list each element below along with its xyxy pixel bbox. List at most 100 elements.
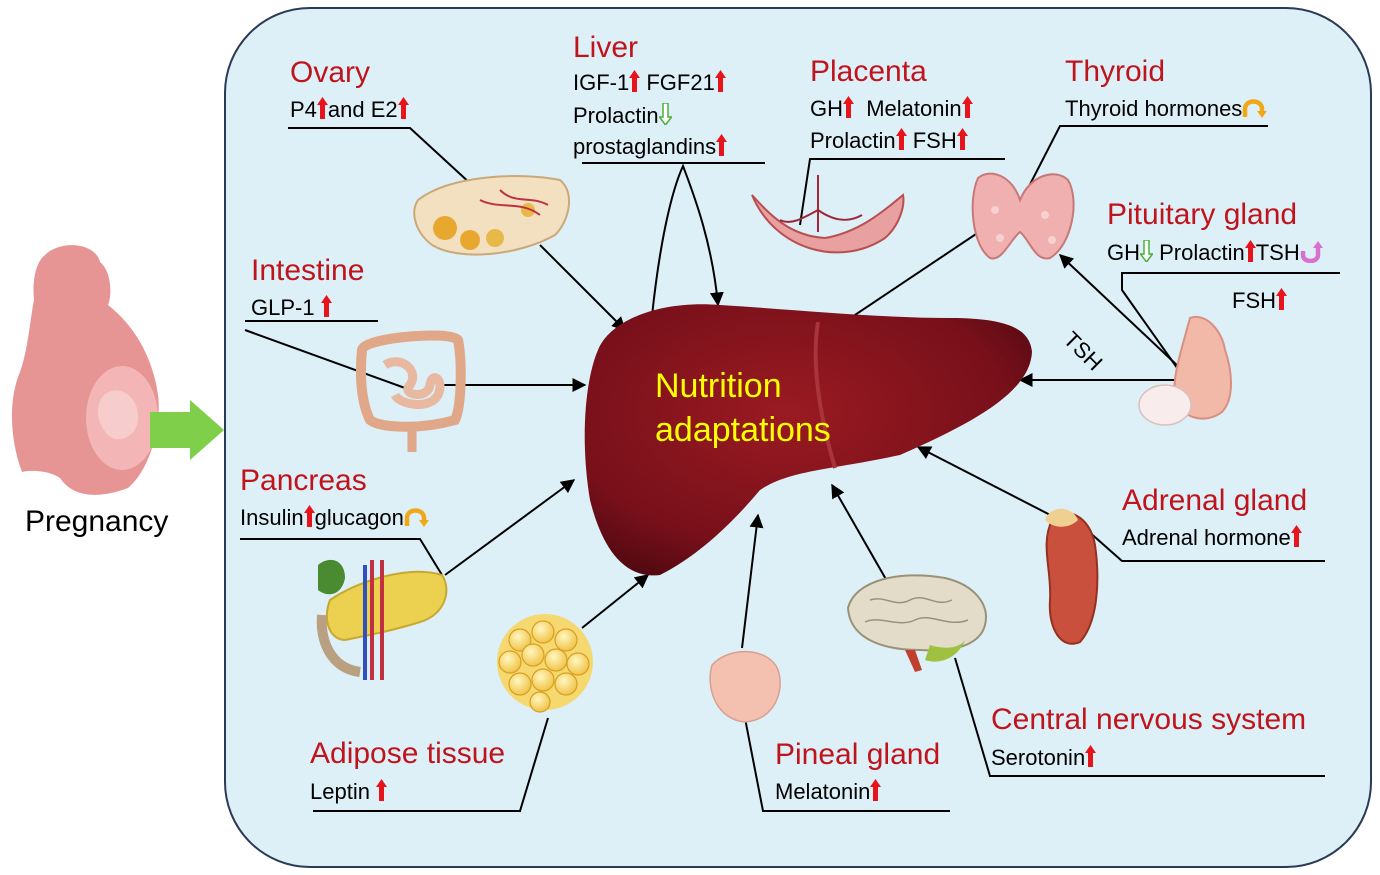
intestine-title: Intestine (251, 254, 365, 287)
ovary-illustration (413, 175, 571, 256)
pancreas-title: Pancreas (240, 464, 367, 497)
placenta-fsh-label: FSH (912, 128, 957, 153)
pregnancy-label: Pregnancy (25, 505, 169, 538)
ovary-leader (288, 127, 473, 186)
cns-line: Serotonin (991, 745, 1097, 770)
liver-line-1: IGF-1 FGF21 (573, 70, 726, 94)
fluctuate-arrow-icon (1300, 241, 1323, 263)
adrenal-title: Adrenal gland (1122, 484, 1308, 517)
liver-prolactin-label: Prolactin (573, 103, 659, 128)
placenta-prolactin-label: Prolactin (810, 128, 896, 153)
fluctuate-arrow-icon (404, 508, 429, 527)
placenta-melatonin-label: Melatonin (866, 96, 962, 121)
up-arrow-icon (895, 128, 907, 150)
intestine-leader (244, 320, 406, 389)
pituitary-illustration (1138, 315, 1232, 426)
pineal-line: Melatonin (775, 779, 882, 804)
adrenal-line: Adrenal hormone (1122, 525, 1302, 549)
up-arrow-icon (1085, 745, 1097, 767)
up-arrow-icon (961, 96, 973, 118)
connectors (240, 125, 1340, 812)
up-arrow-icon (956, 128, 968, 150)
pineal-leader (742, 707, 950, 812)
intestine-illustration (355, 330, 466, 452)
intestine-line: GLP-1 (251, 295, 332, 319)
adrenal-arrow (916, 446, 1061, 521)
up-arrow-icon (870, 779, 882, 801)
up-arrow-icon (716, 134, 728, 156)
down-arrow-icon (1140, 240, 1153, 262)
thyroid-illustration (971, 172, 1075, 260)
fgf21-label: FGF21 (646, 70, 715, 95)
liver-line-2: Prolactin (573, 103, 672, 127)
up-arrow-icon (1276, 288, 1287, 310)
insulin-label: Insulin (240, 505, 304, 530)
ovary-hormones: P4 and E2 (290, 97, 409, 121)
ovary-title: Ovary (290, 56, 371, 89)
center-label: Nutrition adaptations (655, 364, 831, 452)
pancreas-illustration (316, 559, 448, 680)
placenta-line-2: Prolactin FSH (810, 128, 968, 152)
leptin-label: Leptin (310, 779, 370, 804)
pregnant-woman-illustration (11, 245, 159, 495)
liver-loop-arrow (651, 163, 724, 317)
liver-line-3: prostaglandins (573, 134, 728, 158)
pregnancy-arrow (150, 400, 224, 460)
up-arrow-icon (714, 70, 726, 92)
placenta-gh-label: GH (810, 96, 843, 121)
cns-leader (954, 657, 1325, 777)
up-arrow-icon (1244, 240, 1256, 262)
and-e2-label: and E2 (327, 97, 398, 122)
glucagon-label: glucagon (314, 505, 404, 530)
adrenal-kidney-illustration (1045, 508, 1099, 645)
pituitary-tsh-label: TSH (1255, 240, 1300, 265)
adipose-title: Adipose tissue (310, 737, 506, 770)
thyroid-leader (1021, 125, 1268, 201)
adipose-leader (313, 717, 549, 812)
pancreas-arrow (444, 479, 576, 576)
up-arrow-icon (376, 779, 388, 801)
pituitary-title: Pituitary gland (1107, 198, 1298, 231)
pituitary-gh-label: GH (1107, 240, 1140, 265)
igf1-label: IGF-1 (573, 70, 630, 95)
up-arrow-icon (320, 295, 332, 317)
up-arrow-icon (629, 70, 641, 92)
up-arrow-icon (397, 97, 409, 119)
cns-title: Central nervous system (991, 703, 1307, 736)
brain-illustration (846, 574, 987, 672)
up-arrow-icon (316, 97, 328, 119)
adrenal-hormone-label: Adrenal hormone (1122, 525, 1291, 550)
fluctuate-arrow-icon (1243, 99, 1268, 118)
thyroid-line: Thyroid hormones (1065, 97, 1268, 120)
placenta-leader (799, 158, 1005, 226)
p4-label: P4 (290, 97, 317, 122)
pineal-arrow (741, 513, 764, 649)
serotonin-label: Serotonin (991, 745, 1086, 770)
adipose-illustration (497, 614, 593, 713)
placenta-title: Placenta (810, 55, 927, 88)
adipose-line: Leptin (310, 779, 388, 804)
pineal-illustration (709, 651, 781, 723)
thyroid-hormones-label: Thyroid hormones (1065, 96, 1243, 121)
thyroid-title: Thyroid (1065, 55, 1166, 88)
pancreas-leader (240, 538, 443, 576)
pineal-melatonin-label: Melatonin (775, 779, 871, 804)
center-label-line-1: Nutrition (655, 367, 782, 405)
pituitary-line-2: FSH (1232, 288, 1287, 312)
pituitary-leader (1121, 272, 1340, 373)
up-arrow-icon (303, 505, 315, 527)
placenta-illustration (751, 175, 905, 254)
liver-illustration (584, 304, 1032, 576)
adipose-arrow (581, 574, 650, 629)
down-arrow-icon (658, 103, 672, 125)
pituitary-fsh-label: FSH (1232, 288, 1276, 313)
ovary-arrow (539, 244, 626, 331)
up-arrow-icon (1290, 525, 1302, 547)
liver-title: Liver (573, 31, 639, 64)
glp1-label: GLP-1 (251, 295, 315, 320)
up-arrow-icon (843, 96, 854, 118)
tsh-arrow (1058, 254, 1181, 369)
center-label-line-2: adaptations (655, 411, 831, 450)
placenta-line-1: GH Melatonin (810, 96, 973, 120)
